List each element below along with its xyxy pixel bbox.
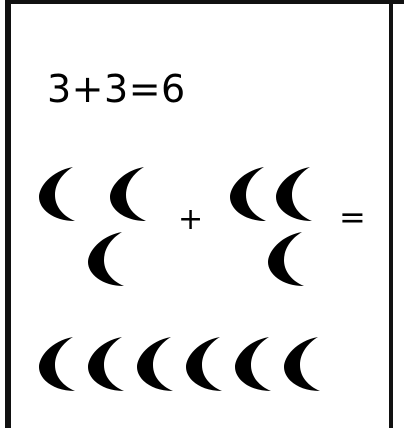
frame-top-line xyxy=(5,0,404,4)
moon-icon-sum-6 xyxy=(284,337,320,391)
frame-left-line xyxy=(5,0,11,428)
moon-icon-sum-5 xyxy=(235,337,271,391)
frame-right-line xyxy=(389,0,393,428)
moon-icon-left-1 xyxy=(39,167,75,221)
moon-icon-sum-1 xyxy=(39,337,75,391)
equals-sign: = xyxy=(339,198,366,236)
moon-icon-right-1 xyxy=(230,167,266,221)
moon-icon-left-2 xyxy=(110,167,146,221)
plus-sign: + xyxy=(178,202,204,237)
moon-icon-sum-4 xyxy=(186,337,222,391)
equation-text: 3+3=6 xyxy=(47,67,186,111)
moon-icon-left-3 xyxy=(88,232,124,286)
moon-icon-sum-3 xyxy=(137,337,173,391)
moon-icon-right-2 xyxy=(276,167,312,221)
moon-icon-sum-2 xyxy=(88,337,124,391)
moon-icon-right-3 xyxy=(268,232,304,286)
